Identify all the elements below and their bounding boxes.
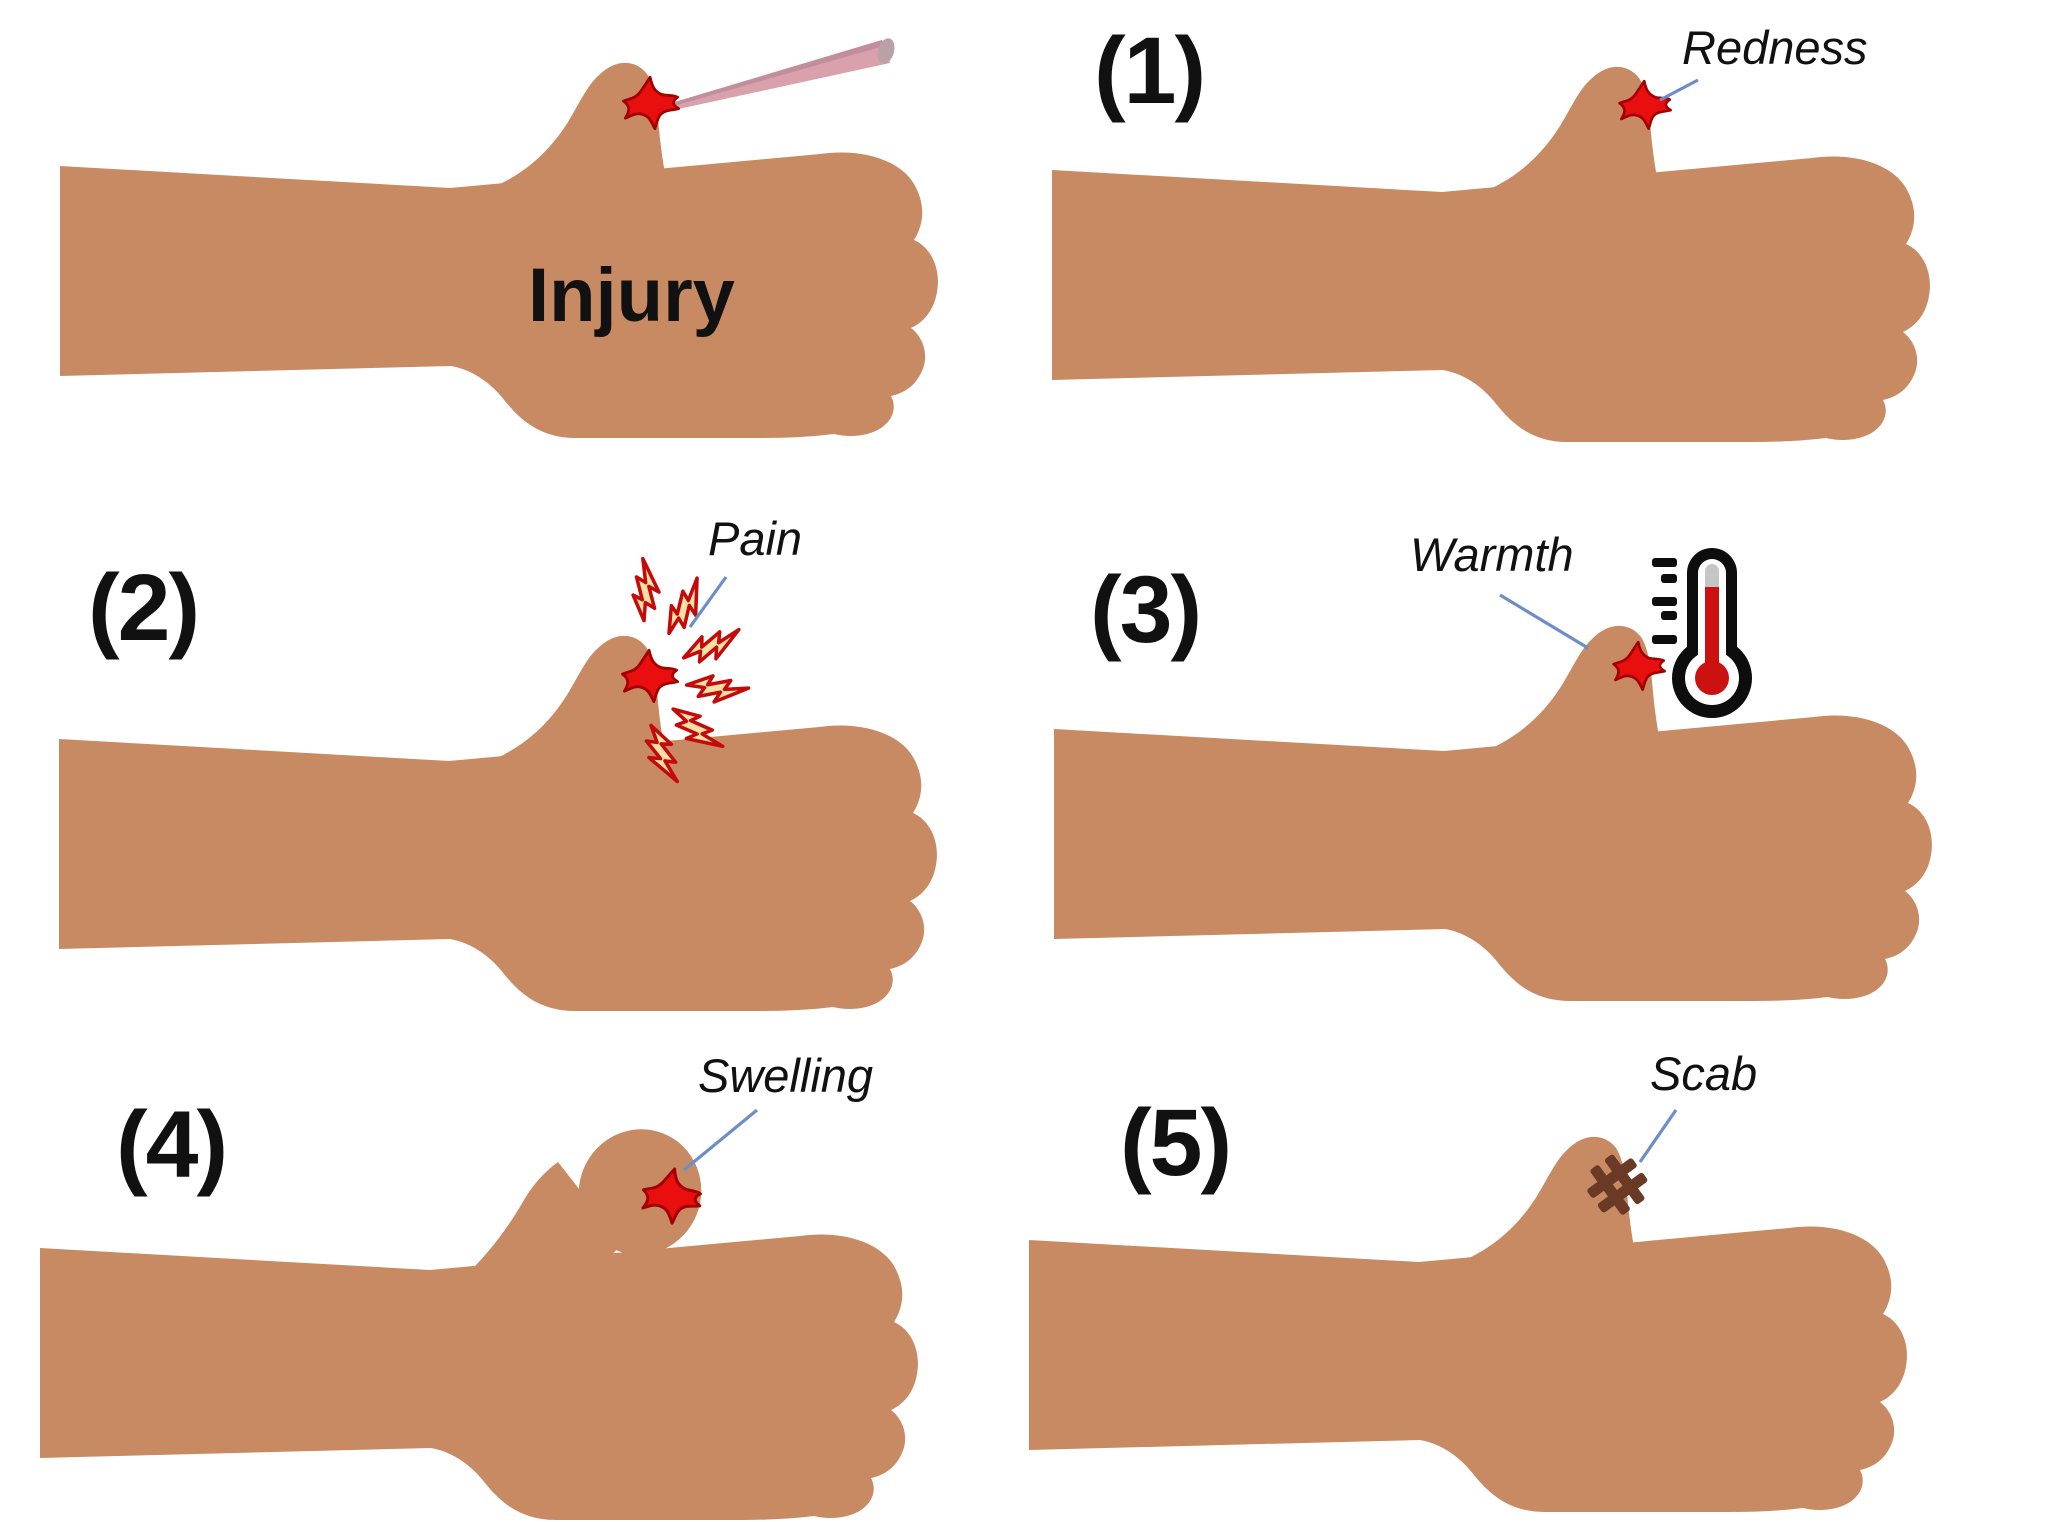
stick-edge (668, 40, 884, 107)
symptom-label: Redness (1682, 21, 1868, 74)
pointer-line (1499, 593, 1589, 650)
pain-illustration (0, 556, 1024, 1014)
redness-illustration (1024, 0, 2048, 507)
injury-title: Injury (528, 253, 735, 338)
pointer-line (1659, 78, 1699, 102)
step-number: (5) (1120, 1090, 1232, 1196)
panel-swelling: (4) Swelling (0, 1014, 1024, 1522)
thermometer-tick (1652, 558, 1677, 567)
pain-bolt-icon (684, 673, 751, 705)
step-number: (3) (1090, 557, 1202, 663)
thermometer-tick (1661, 574, 1677, 583)
symptom-label: Swelling (698, 1049, 874, 1102)
swollen-finger-neck (448, 1162, 622, 1301)
hand (1054, 626, 1932, 1001)
thermometer-tick (1661, 611, 1677, 620)
thermometer-tick (1652, 597, 1677, 606)
injury-illustration (0, 38, 1024, 507)
panel-scab: (5) Scab (1024, 1014, 2048, 1522)
splinter-stick-icon (668, 38, 895, 110)
scab-bar (1587, 1158, 1637, 1198)
thermometer-mercury (1705, 587, 1719, 683)
scab-bar (1604, 1154, 1645, 1205)
pointer-line (682, 1108, 759, 1172)
swelling-illustration (40, 1108, 918, 1520)
thermometer-tick (1652, 635, 1677, 644)
pain-bolt-icon (630, 556, 662, 623)
symptom-label: Warmth (1410, 528, 1574, 581)
pointer-line (688, 576, 728, 628)
pain-bolt-icon (677, 618, 748, 674)
stick-end-cap (877, 38, 895, 64)
scab-icon (1587, 1154, 1648, 1215)
step-number: (4) (116, 1092, 228, 1198)
panel-warmth: (3) Warmth (1024, 507, 2048, 1014)
pointer-line (1638, 1109, 1678, 1163)
warmth-illustration (1024, 548, 2048, 1014)
thermometer-icon (1652, 548, 1752, 718)
symptom-label: Scab (1650, 1047, 1758, 1100)
symptom-label: Pain (708, 512, 803, 565)
panel-injury: Injury (0, 0, 1024, 507)
thermometer-mercury-bulb (1695, 661, 1729, 695)
step-number: (2) (88, 555, 200, 661)
scab-bar (1597, 1172, 1648, 1213)
panel-pain: (2) Pain (0, 507, 1024, 1014)
hand (60, 63, 938, 438)
step-number: (1) (1094, 18, 1206, 124)
hand (59, 636, 937, 1011)
panel-redness: (1) Redness (1024, 0, 2048, 507)
scab-illustration (1024, 1109, 2048, 1521)
scab-bar (1590, 1165, 1630, 1215)
